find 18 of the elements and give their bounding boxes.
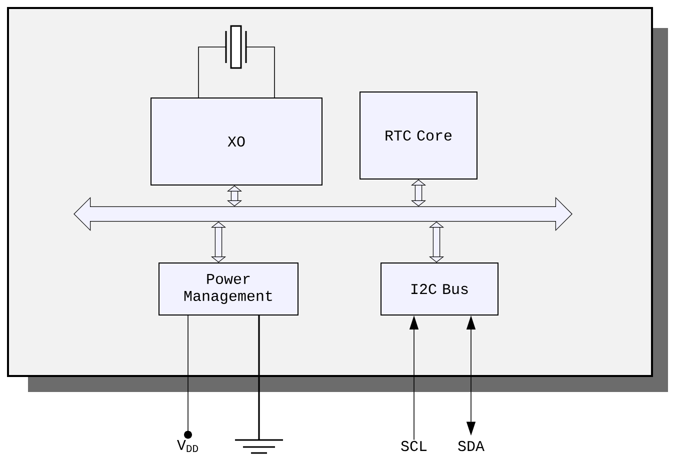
- block-arrow: [226, 186, 242, 206]
- connector-line: [246, 46, 275, 98]
- process-box: Power Management: [158, 262, 298, 316]
- process-box: I2C Bus: [380, 262, 498, 316]
- crystal-symbol: [225, 25, 247, 69]
- block-arrow: [210, 222, 226, 262]
- bus-band: [74, 196, 572, 232]
- block-arrow: [410, 180, 426, 206]
- pin-label: V$_{DD}$: [177, 440, 198, 452]
- arrow: [184, 315, 192, 439]
- block-arrow: [428, 222, 444, 262]
- ground-symbol: [234, 439, 284, 454]
- process-box: RTC Core: [360, 92, 478, 180]
- process-box: XO: [150, 98, 322, 186]
- pin-label: SCL: [401, 440, 427, 452]
- connector-line: [198, 46, 226, 98]
- pin-label: SDA: [458, 440, 484, 452]
- connector-line: [258, 316, 260, 440]
